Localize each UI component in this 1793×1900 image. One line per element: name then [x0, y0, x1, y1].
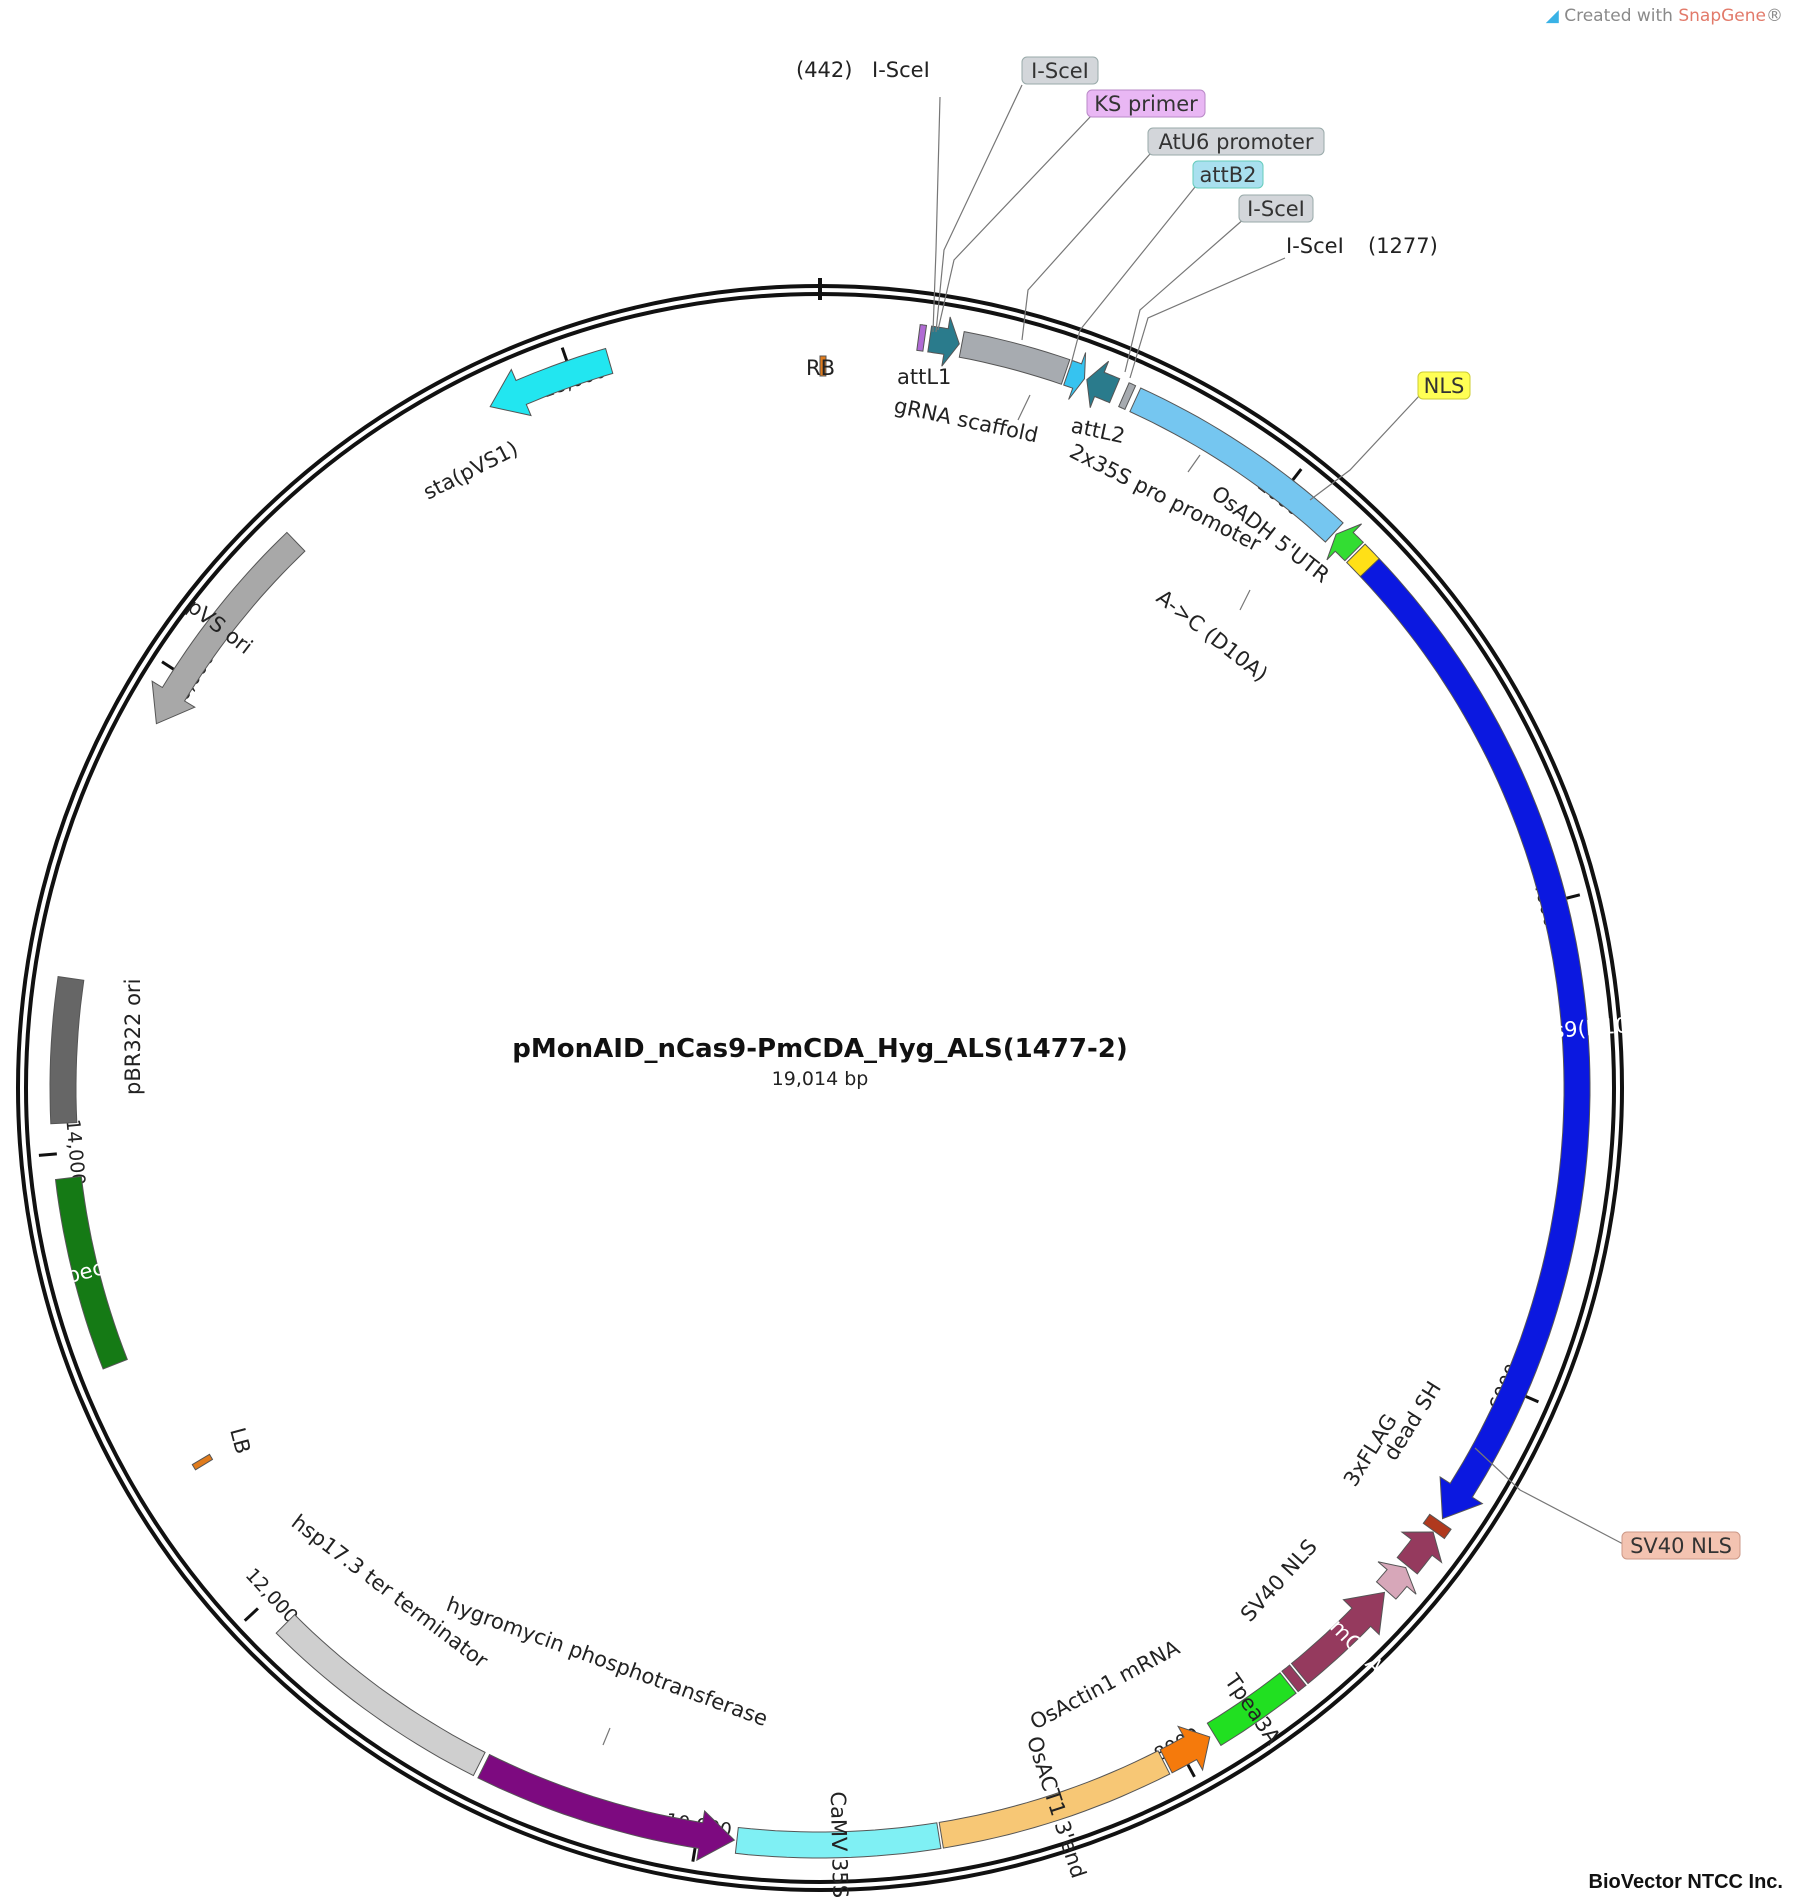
- atu6-leader: [1021, 153, 1151, 341]
- tick-mark-5: [243, 1607, 259, 1622]
- snapgene-watermark: ◢ Created with SnapGene®: [1545, 6, 1783, 26]
- attb2-label: attB2: [1199, 163, 1256, 187]
- isce-right-label: I-SceI: [1286, 234, 1344, 258]
- ks-primer-label: KS primer: [1094, 92, 1198, 116]
- atu6-label: AtU6 promoter: [1158, 130, 1313, 154]
- feature-osadh-2x35s: [1129, 387, 1344, 543]
- feature-isce-small: [1118, 382, 1137, 411]
- isce-pos-left: (442): [796, 58, 852, 82]
- feature-tpea3a: [1206, 1672, 1297, 1747]
- nls-leader: [1309, 394, 1421, 501]
- credit: BioVector NTCC Inc.: [1588, 1871, 1783, 1893]
- feature-specr: [54, 1175, 128, 1370]
- isce-right-leader: [1129, 257, 1286, 379]
- feature-sv40-nls-top: [1422, 1513, 1452, 1540]
- sta-label: sta(pVS1): [419, 436, 522, 504]
- isce-pos-right: (1277): [1368, 234, 1438, 258]
- isce-box1: [1021, 56, 1099, 85]
- snapgene-icon: ◢: [1545, 6, 1559, 26]
- grna-leader: [1017, 394, 1031, 421]
- sv40-box-label: SV40 NLS: [1630, 1534, 1732, 1558]
- ks-primer-leader: [937, 114, 1093, 331]
- isce-box1-leader: [935, 84, 1023, 333]
- feature-grna-scaffold: [958, 331, 1071, 385]
- feature-3xflag: [1375, 1561, 1417, 1600]
- feature-atpmcda: [1290, 1591, 1386, 1685]
- isce-box2-label: I-SceI: [1247, 197, 1305, 221]
- feature-pvs-ori: [151, 531, 306, 725]
- isce-box1-label: I-SceI: [1031, 59, 1089, 83]
- rb-label: RB: [806, 356, 835, 380]
- sv40-box: [1621, 1531, 1741, 1560]
- feature-oscas9: [1359, 557, 1591, 1520]
- feature-osact1-3end: [938, 1750, 1171, 1849]
- feature-dead-sh: [1396, 1531, 1443, 1575]
- plasmid-name: pMonAID_nCas9-PmCDA_Hyg_ALS(1477-2): [512, 1034, 1127, 1064]
- attl1-label: attL1: [897, 365, 951, 389]
- feature-atu6: [1063, 352, 1087, 400]
- d10a-label: A->C (D10A): [1152, 585, 1272, 686]
- backbone: [16, 278, 1624, 1892]
- feature-pbr322: [49, 976, 85, 1125]
- lb-label: LB: [225, 1425, 255, 1456]
- tick-label-6: 14,000: [61, 1118, 89, 1186]
- pbr322-label: pBR322 ori: [121, 979, 145, 1095]
- hph-leader: [602, 1727, 611, 1746]
- osadh-leader: [1187, 454, 1201, 473]
- hph-label: hygromycin phosphotransferase: [443, 1592, 771, 1731]
- atu6-box: [1147, 127, 1325, 156]
- feature-osactin1-mrna: [1159, 1725, 1211, 1774]
- d10a-leader: [1239, 589, 1251, 611]
- callout-lines: [602, 84, 1626, 1746]
- isce-left-label: I-SceI: [872, 58, 930, 82]
- plasmid-length: 19,014 bp: [772, 1068, 869, 1090]
- feature-osadh-5utr: [1326, 523, 1365, 562]
- tick-mark-6: [38, 1152, 57, 1157]
- feature-ks-primer: [916, 324, 928, 352]
- feature-hsp17: [275, 1613, 486, 1777]
- feature-attl1: [927, 316, 960, 367]
- nls-box: [1417, 371, 1471, 400]
- ks-primer-box: [1086, 89, 1206, 118]
- nls-label: NLS: [1424, 374, 1465, 398]
- feature-sta-pvs1: [489, 347, 614, 417]
- osactin-mrna-label: OsActin1 mRNA: [1026, 1635, 1184, 1734]
- isce-box2: [1238, 194, 1314, 223]
- attb2-box: [1192, 160, 1264, 189]
- feature-hph: [477, 1753, 736, 1862]
- attb2-leader: [1069, 186, 1196, 369]
- isce-left-leader: [932, 96, 941, 333]
- feature-sv40-nls-bot: [1281, 1664, 1307, 1693]
- isce-box2-leader: [1124, 217, 1246, 373]
- grna-label: gRNA scaffold: [892, 393, 1040, 447]
- feature-label-camv35s: CaMV 35S: [826, 1791, 853, 1898]
- feature-rb: [819, 355, 827, 377]
- feature-lb: [191, 1453, 214, 1471]
- feature-camv35s: [734, 1822, 942, 1859]
- sv40-leader: [1474, 1447, 1626, 1546]
- feature-attl2: [1086, 360, 1121, 408]
